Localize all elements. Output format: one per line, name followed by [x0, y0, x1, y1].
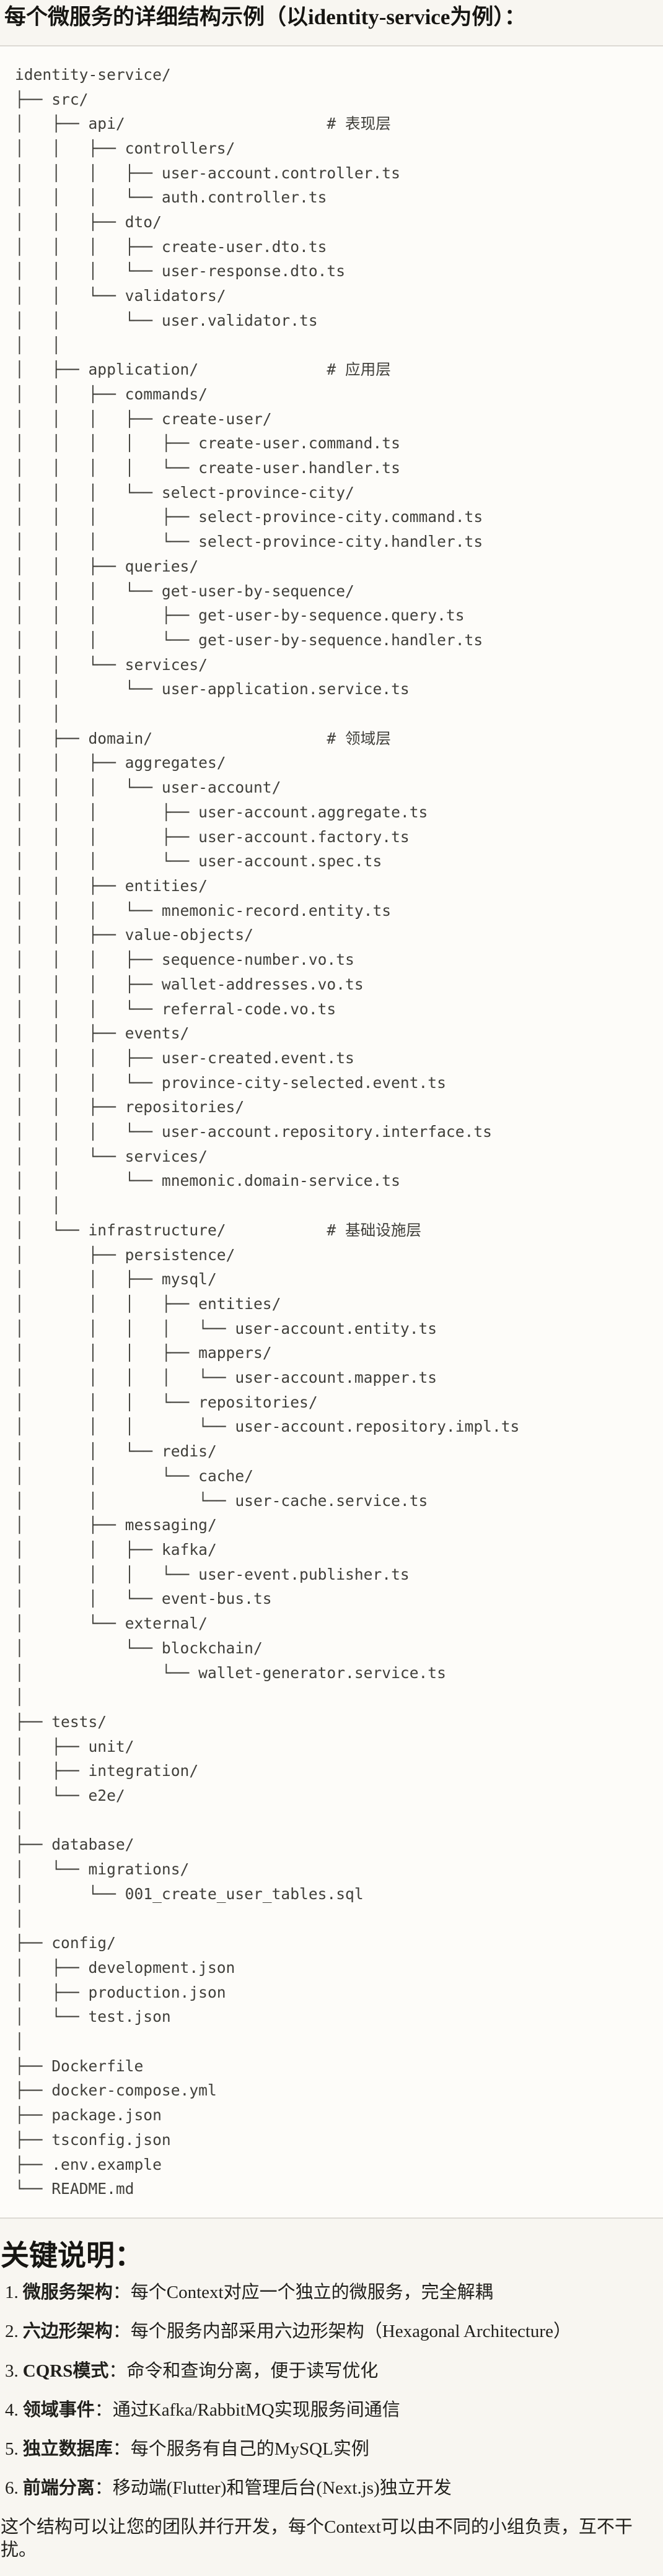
note-term: 前端分离 — [22, 2478, 95, 2499]
note-item: 3.CQRS模式：命令和查询分离，便于读写优化 — [0, 2360, 663, 2382]
note-item: 5.独立数据库：每个服务有自己的MySQL实例 — [0, 2438, 663, 2460]
note-number: 6. — [5, 2478, 19, 2499]
note-number: 4. — [5, 2400, 19, 2420]
key-notes-list: 1.微服务架构：每个Context对应一个独立的微服务，完全解耦 2.六边形架构… — [0, 2281, 663, 2500]
directory-tree: identity-service/ ├── src/ │ ├── api/ # … — [15, 65, 520, 2198]
note-term: 独立数据库 — [22, 2439, 113, 2460]
note-desc: ：每个服务内部采用六边形架构（Hexagonal Architecture） — [112, 2321, 571, 2342]
note-item: 6.前端分离：移动端(Flutter)和管理后台(Next.js)独立开发 — [0, 2477, 663, 2499]
key-notes-heading: 关键说明： — [1, 2239, 143, 2271]
note-desc: ：每个服务有自己的MySQL实例 — [112, 2439, 369, 2460]
note-term: 六边形架构 — [22, 2321, 113, 2342]
note-number: 5. — [5, 2439, 19, 2460]
note-desc: ：每个Context对应一个独立的微服务，完全解耦 — [112, 2282, 493, 2303]
note-item: 2.六边形架构：每个服务内部采用六边形架构（Hexagonal Architec… — [0, 2320, 663, 2343]
directory-tree-block: identity-service/ ├── src/ │ ├── api/ # … — [0, 45, 663, 2219]
note-item: 1.微服务架构：每个Context对应一个独立的微服务，完全解耦 — [0, 2281, 663, 2304]
note-item: 4.领域事件：通过Kafka/RabbitMQ实现服务间通信 — [0, 2399, 663, 2421]
note-desc: ：移动端(Flutter)和管理后台(Next.js)独立开发 — [94, 2478, 452, 2499]
note-number: 2. — [5, 2321, 19, 2342]
page-title: 每个微服务的详细结构示例（以identity-service为例）： — [4, 5, 526, 29]
note-desc: ：通过Kafka/RabbitMQ实现服务间通信 — [94, 2400, 400, 2420]
note-term: CQRS模式 — [22, 2361, 109, 2381]
document-page: 每个微服务的详细结构示例（以identity-service为例）： ident… — [0, 4, 663, 2576]
closing-paragraph: 这个结构可以让您的团队并行开发，每个Context可以由不同的小组负责，互不干扰… — [1, 2517, 633, 2561]
note-number: 3. — [5, 2361, 19, 2381]
note-number: 1. — [5, 2282, 19, 2303]
note-term: 领域事件 — [22, 2400, 95, 2420]
note-term: 微服务架构 — [22, 2282, 113, 2303]
note-desc: ：命令和查询分离，便于读写优化 — [108, 2361, 379, 2381]
